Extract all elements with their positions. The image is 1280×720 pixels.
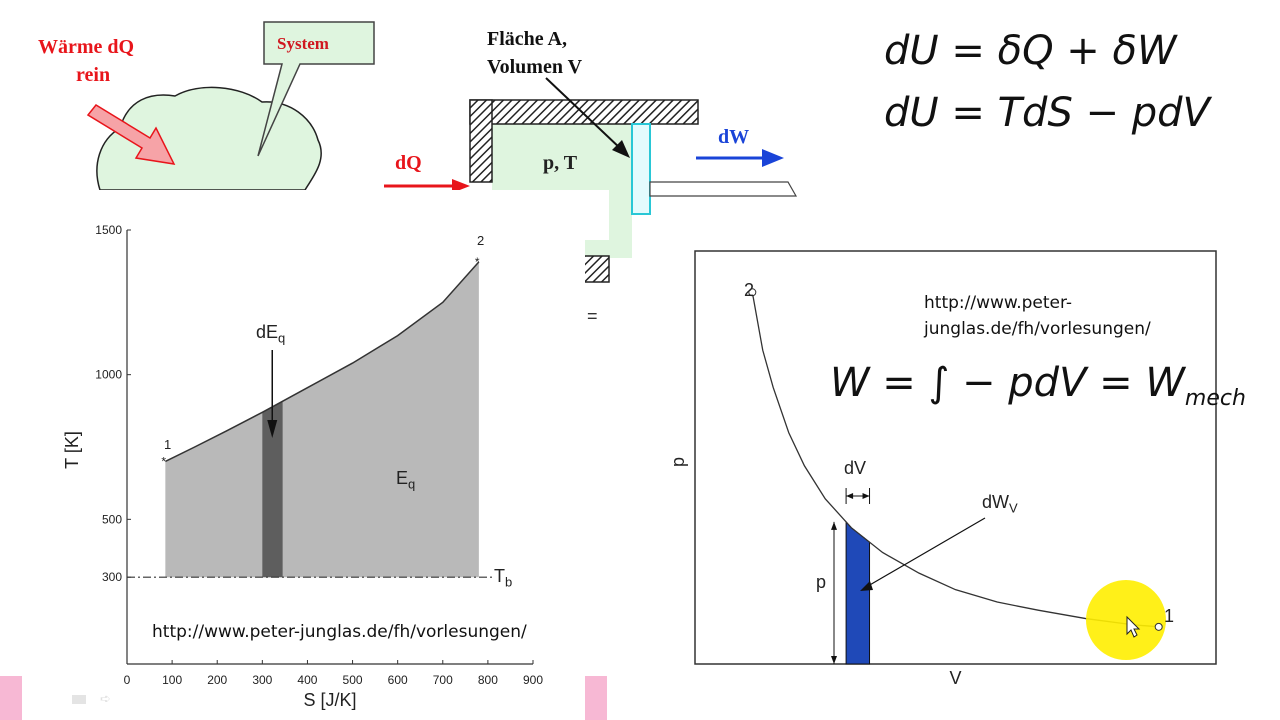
ts-y-tick-label: 300 (102, 570, 122, 584)
pv-dwv-pointer-head (860, 581, 873, 591)
pv-strip-dwv (845, 520, 871, 665)
cursor-highlight (1086, 580, 1166, 660)
pv-work-formula-sub: mech (1184, 386, 1246, 411)
dq-arrow (384, 179, 470, 193)
pv-dv-label: dV (844, 458, 867, 478)
equation-first-law: dU = δQ + δW (884, 28, 1177, 74)
ts-x-tick-label: 200 (207, 673, 227, 687)
ts-y-tick-label: 1000 (95, 368, 122, 382)
bottom-accent-right (585, 676, 607, 720)
ts-x-tick-label: 0 (124, 673, 131, 687)
ts-strip-arrow-head (267, 420, 278, 438)
pv-dwv-label: dWV (982, 492, 1018, 516)
ts-x-tick-label: 600 (388, 673, 408, 687)
ts-y-tick-label: 1500 (95, 223, 122, 237)
pv-work-formula: W = ∫ − pdV = Wmech (830, 360, 1246, 411)
ts-area-label: Eq (396, 468, 416, 492)
pv-dv-arrow-right (862, 493, 870, 499)
pv-dv-arrow-left (846, 493, 854, 499)
area-volume-pointer (545, 77, 630, 158)
ts-x-tick-label: 300 (252, 673, 272, 687)
ts-x-tick-label: 700 (433, 673, 453, 687)
ts-x-tick-label: 400 (297, 673, 317, 687)
pv-y-axis-label: p (668, 457, 688, 467)
cylinder-wall-left (469, 99, 493, 183)
ts-chart-panel-notch (585, 190, 609, 240)
dq-label: dQ (395, 152, 422, 174)
ts-x-tick-label: 100 (162, 673, 182, 687)
ts-y-axis-label: T [K] (62, 431, 82, 469)
ts-point-1-marker: * (161, 454, 166, 468)
pv-p-arrow-bottom (831, 656, 837, 664)
equation-gibbs: dU = TdS − pdV (884, 90, 1210, 136)
ts-strip-deq (262, 401, 283, 578)
area-volume-label-line2: Volumen V (487, 56, 583, 78)
ts-strip-label: dEq (256, 322, 286, 346)
system-label: System (277, 34, 329, 53)
dw-label: dW (718, 126, 750, 148)
ts-x-tick-label: 800 (478, 673, 498, 687)
heat-in-label-line1: Wärme dQ (38, 36, 135, 58)
pv-p-arrow-top (831, 521, 837, 530)
pv-work-formula-main: W = ∫ − pdV = W (830, 360, 1185, 406)
pv-url-line2[interactable]: junglas.de/fh/vorlesungen/ (924, 319, 1151, 339)
ts-curve (165, 261, 480, 463)
ts-x-tick-label: 500 (343, 673, 363, 687)
pv-point-2-label: 2 (744, 280, 755, 300)
ts-x-tick-label: 900 (523, 673, 543, 687)
pv-point-2-marker (748, 288, 757, 297)
mouse-cursor-icon (1126, 615, 1141, 638)
pv-point-1-label: 1 (1164, 606, 1175, 626)
ts-area-eq (165, 261, 479, 578)
ts-y-tick-label: 500 (102, 512, 122, 526)
pv-url-line1[interactable]: http://www.peter- (924, 293, 1073, 313)
pv-x-axis-label: V (949, 668, 961, 688)
pv-dwv-pointer (867, 517, 986, 587)
pv-p-label: p (816, 572, 827, 592)
area-volume-label-line1: Fläche A, (487, 28, 567, 50)
cylinder-wall-bottom (582, 255, 610, 283)
ts-chart-url[interactable]: http://www.peter-junglas.de/fh/vorlesung… (152, 622, 527, 642)
ts-x-axis-label: S [J/K] (303, 690, 356, 710)
dw-arrow (696, 149, 784, 167)
ts-point-2-marker: * (475, 255, 480, 269)
pv-point-1-marker (1154, 622, 1163, 631)
slide-arrow-icon[interactable]: ➪ (100, 691, 111, 706)
slide-notes-icon[interactable] (72, 695, 86, 704)
ts-point-2-label: 2 (477, 233, 485, 248)
heat-in-arrow (86, 104, 176, 165)
bottom-accent-left (0, 676, 22, 720)
pv-curve (751, 292, 1159, 628)
cylinder-state-label: p, T (543, 152, 578, 174)
piston (631, 123, 798, 215)
hidden-equation-fragment: = (587, 306, 598, 326)
ts-point-1-label: 1 (164, 437, 172, 452)
ts-baseline-label: Tb (494, 566, 513, 590)
heat-in-label-line2: rein (76, 64, 111, 86)
system-callout (257, 21, 375, 157)
